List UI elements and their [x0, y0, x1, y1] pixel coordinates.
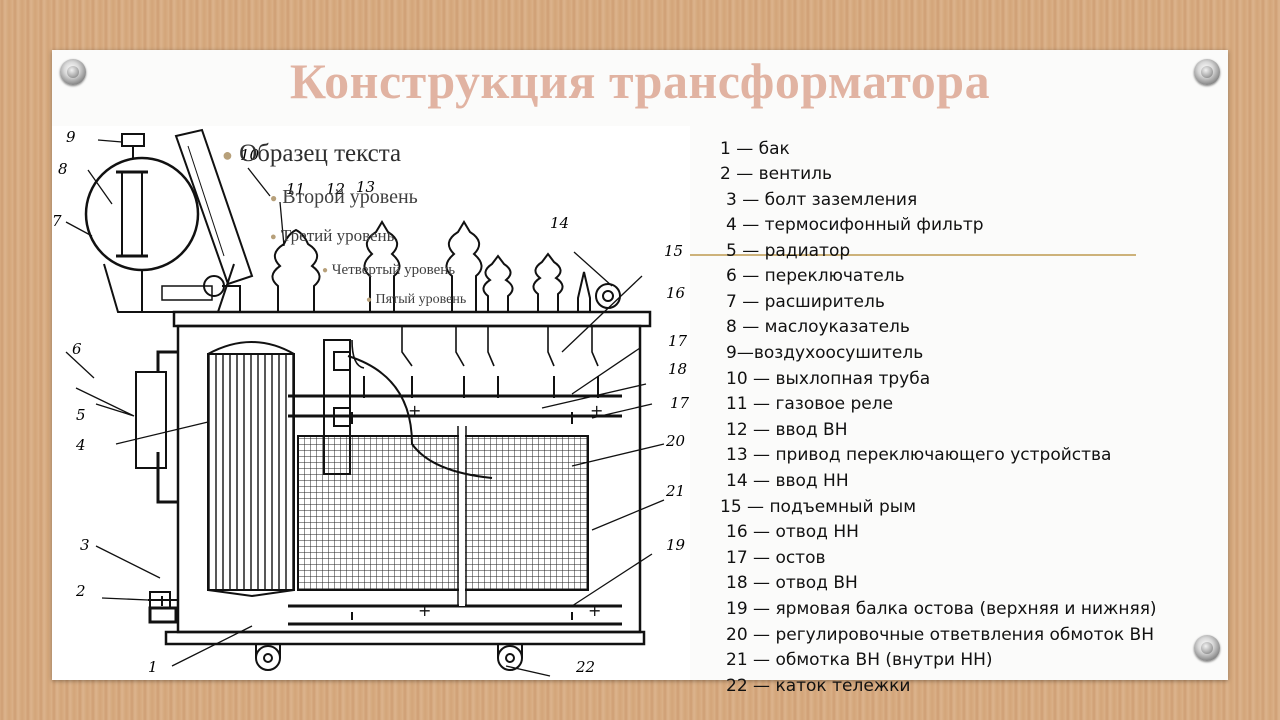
- conservator-tank: [84, 133, 235, 313]
- callout-label-15: 15: [664, 242, 684, 260]
- callout-label-21: 21: [666, 482, 686, 500]
- legend-item-13: 13 — привод переключающего устройства: [726, 445, 1112, 465]
- bullet-icon: ●: [222, 144, 233, 165]
- exhaust-pipe: [174, 128, 254, 286]
- callout-label-7: 7: [52, 212, 62, 230]
- callout-label-5: 5: [76, 406, 86, 424]
- svg-text:+: +: [588, 601, 601, 620]
- svg-text:+: +: [408, 401, 421, 420]
- callout-label-4: 4: [76, 436, 86, 454]
- svg-text:+: +: [590, 401, 603, 420]
- legend-item-15: 15 — подъемный рым: [720, 497, 917, 517]
- legend-item-10: 10 — выхлопная труба: [726, 369, 931, 389]
- placeholder-level4-text: Четвертый уровень: [331, 262, 456, 278]
- slide-title: Конструкция трансформатора: [289, 53, 991, 109]
- legend-item-22: 22 — каток тележки: [726, 676, 911, 696]
- callout-label-12: 12: [326, 180, 346, 198]
- callout-label-13: 13: [356, 178, 376, 196]
- legend-item-6: 6 — переключатель: [726, 266, 905, 286]
- placeholder-level4: ● Четвертый уровень: [322, 262, 455, 279]
- transformer-diagram: + + + + 1 2 3 4 5 6 7 8 9 10 11 12 13 14…: [52, 126, 690, 680]
- callout-label-11: 11: [286, 180, 306, 198]
- bullet-icon: ●: [270, 231, 277, 244]
- bullet-icon: ●: [366, 294, 373, 306]
- placeholder-level1-text: Образец текста: [239, 140, 402, 167]
- legend-item-5: 5 — радиатор: [726, 241, 851, 261]
- callout-label-19: 19: [666, 536, 686, 554]
- legend-item-9: 9—воздухоосушитель: [726, 343, 924, 363]
- svg-text:+: +: [418, 601, 431, 620]
- callout-label-18: 18: [668, 360, 688, 378]
- pushpin-icon: [1194, 635, 1220, 661]
- legend-item-8: 8 — маслоуказатель: [726, 317, 910, 337]
- legend-item-4: 4 — термосифонный фильтр: [726, 215, 984, 235]
- legend-item-18: 18 — отвод ВН: [726, 573, 858, 593]
- placeholder-level2: ● Второй уровень: [270, 186, 418, 209]
- legend-item-3: 3 — болт заземления: [726, 190, 918, 210]
- legend-item-19: 19 — ярмовая балка остова (верхняя и ниж…: [726, 599, 1157, 619]
- callout-label-10: 10: [240, 146, 260, 164]
- callout-label-17: 17: [668, 332, 688, 350]
- legend-item-17: 17 — остов: [726, 548, 826, 568]
- placeholder-level1: ● Образец текста: [222, 140, 401, 168]
- callout-label-8: 8: [58, 160, 68, 178]
- legend-item-2: 2 — вентиль: [720, 164, 833, 184]
- pushpin-icon: [60, 59, 86, 85]
- placeholder-level2-text: Второй уровень: [282, 186, 418, 208]
- callout-label-2: 2: [76, 582, 86, 600]
- legend-item-16: 16 — отвод НН: [726, 522, 859, 542]
- callout-label-22: 22: [576, 658, 596, 676]
- callout-label-6: 6: [72, 340, 82, 358]
- pushpin-icon: [1194, 59, 1220, 85]
- callout-label-3: 3: [80, 536, 90, 554]
- placeholder-level5: ● Пятый уровень: [366, 292, 466, 308]
- legend-item-11: 11 — газовое реле: [726, 394, 894, 414]
- legend-item-20: 20 — регулировочные ответвления обмоток …: [726, 625, 1155, 645]
- placeholder-level5-text: Пятый уровень: [375, 292, 467, 307]
- callout-label-16: 16: [666, 284, 686, 302]
- legend-item-14: 14 — ввод НН: [726, 471, 849, 491]
- legend-item-12: 12 — ввод ВН: [726, 420, 848, 440]
- placeholder-level3: ● Третий уровень: [270, 226, 394, 246]
- callout-label-1: 1: [148, 658, 158, 676]
- title-divider: [690, 254, 1136, 256]
- callout-label-9: 9: [66, 128, 76, 146]
- legend-item-1: 1 — бак: [720, 139, 790, 159]
- legend-item-21: 21 — обмотка ВН (внутри НН): [726, 650, 993, 670]
- callout-label-17b: 17: [670, 394, 690, 412]
- callout-label-14: 14: [550, 214, 570, 232]
- legend-item-7: 7 — расширитель: [726, 292, 885, 312]
- bullet-icon: ●: [322, 265, 329, 277]
- callout-label-20: 20: [666, 432, 686, 450]
- bullet-icon: ●: [270, 190, 278, 205]
- placeholder-level3-text: Третий уровень: [280, 226, 395, 245]
